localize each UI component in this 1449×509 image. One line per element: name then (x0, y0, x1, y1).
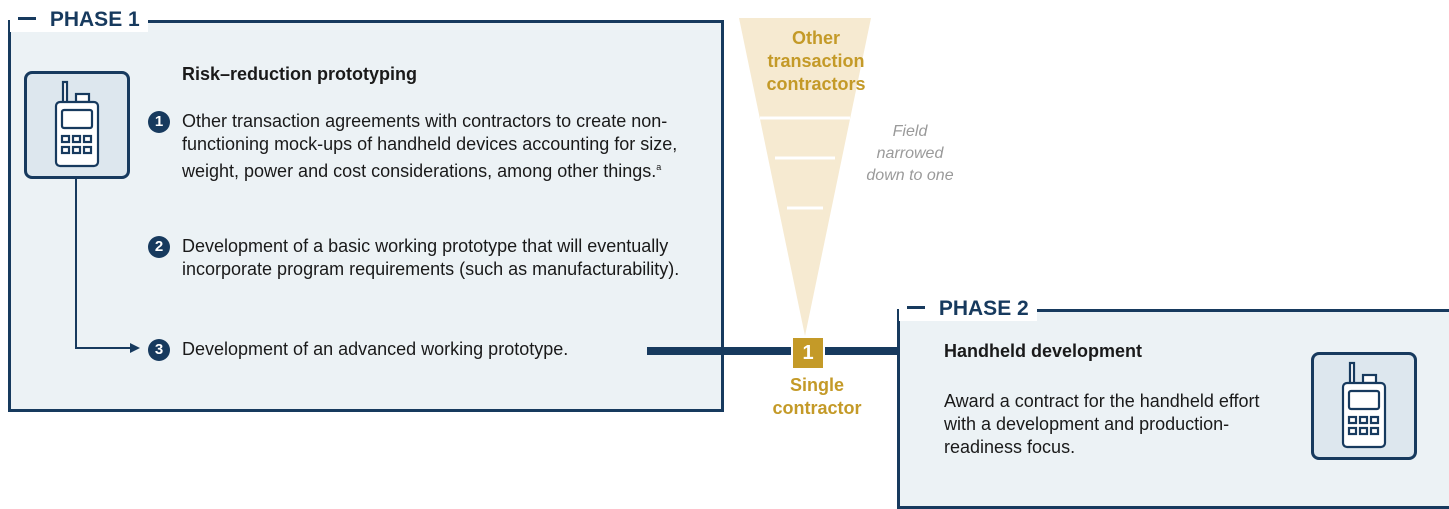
phase1-label: PHASE 1 (10, 8, 148, 32)
phase2-heading: Handheld development (944, 341, 1143, 361)
funnel-side-label: Field narrowed down to one (866, 123, 954, 184)
connector-arrow (75, 176, 140, 353)
funnel-bottom-label: Single contractor (772, 375, 862, 418)
footnote-a: a (656, 162, 662, 172)
phase2-label: PHASE 2 (899, 297, 1037, 321)
handheld-radio-icon (1341, 361, 1387, 449)
phase2-device-box (1311, 352, 1417, 460)
phase2-text: Award a contract for the handheld effort… (944, 391, 1260, 457)
single-contractor-badge: 1 (791, 336, 825, 370)
step-1-text: Other transaction agreements with contra… (182, 111, 678, 181)
step-number-3: 3 (148, 339, 170, 361)
funnel-graphic (739, 18, 871, 336)
handheld-radio-icon (54, 80, 100, 168)
step-3-text: Development of an advanced working proto… (182, 339, 569, 359)
phase1-heading: Risk–reduction prototyping (182, 64, 418, 84)
funnel-top-label: Other transaction contractors (766, 28, 866, 94)
step-2-text: Development of a basic working prototype… (182, 236, 680, 279)
phase1-device-box (24, 71, 130, 179)
step-number-1: 1 (148, 111, 170, 133)
step-number-2: 2 (148, 236, 170, 258)
